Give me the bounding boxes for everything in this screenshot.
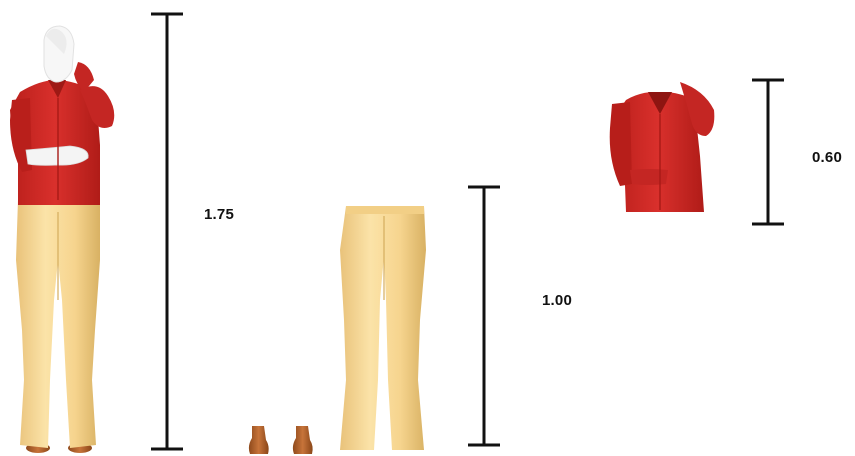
shirt-icon [610, 82, 715, 212]
trousers-icon [340, 206, 426, 450]
measurement-label-pants: 1.00 [542, 292, 572, 309]
measurement-label-top: 0.60 [812, 149, 842, 166]
measure-bar-top [752, 80, 784, 224]
boots-icon [249, 426, 313, 454]
measure-bar-pants [468, 187, 500, 445]
measurement-label-full: 1.75 [204, 206, 234, 223]
mannequin-icon [10, 26, 114, 453]
measure-bar-full [151, 14, 183, 449]
